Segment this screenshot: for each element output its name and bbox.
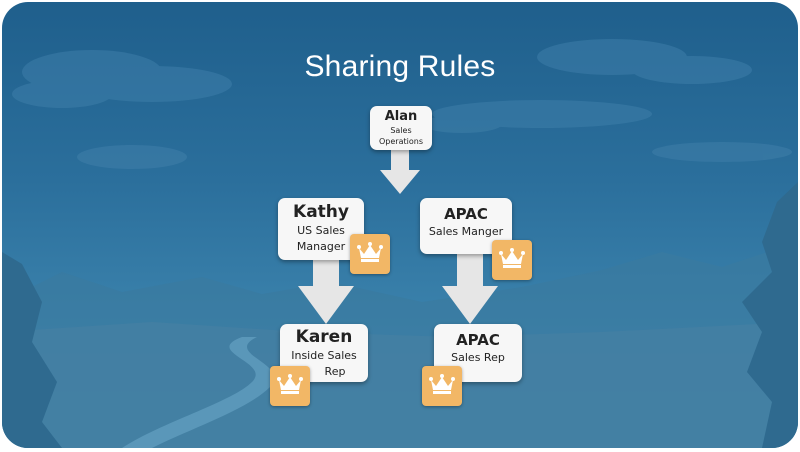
node-name: APAC <box>444 205 488 223</box>
node-role: Sales Manger <box>428 225 504 238</box>
slide-title: Sharing Rules <box>304 50 496 83</box>
node-role: Rep <box>324 365 346 378</box>
left-cliff <box>2 252 62 448</box>
node-role: Operations <box>379 137 423 146</box>
crown-icon <box>422 366 462 406</box>
node-role: Inside Sales <box>291 349 357 362</box>
node-alan: Alan Sales Operations <box>370 106 432 150</box>
node-role: Manager <box>296 240 346 253</box>
node-role: Sales <box>390 126 412 135</box>
node-name: APAC <box>456 331 500 349</box>
node-name: Karen <box>295 327 353 347</box>
node-role: Sales Rep <box>451 351 505 364</box>
right-cliff <box>742 182 798 448</box>
river <box>122 337 275 448</box>
crown-icon <box>270 366 310 406</box>
node-kathy: Kathy US Sales Manager <box>278 198 364 260</box>
arrow-down-icon <box>380 148 420 194</box>
node-name: Kathy <box>293 202 349 222</box>
arrow-down-icon <box>298 254 354 324</box>
crown-icon <box>492 240 532 280</box>
node-name: Alan <box>384 109 418 124</box>
crown-icon <box>350 234 390 274</box>
clouds <box>12 39 792 169</box>
arrow-down-icon <box>442 254 498 324</box>
node-role: US Sales <box>297 224 345 237</box>
valley <box>2 322 798 448</box>
